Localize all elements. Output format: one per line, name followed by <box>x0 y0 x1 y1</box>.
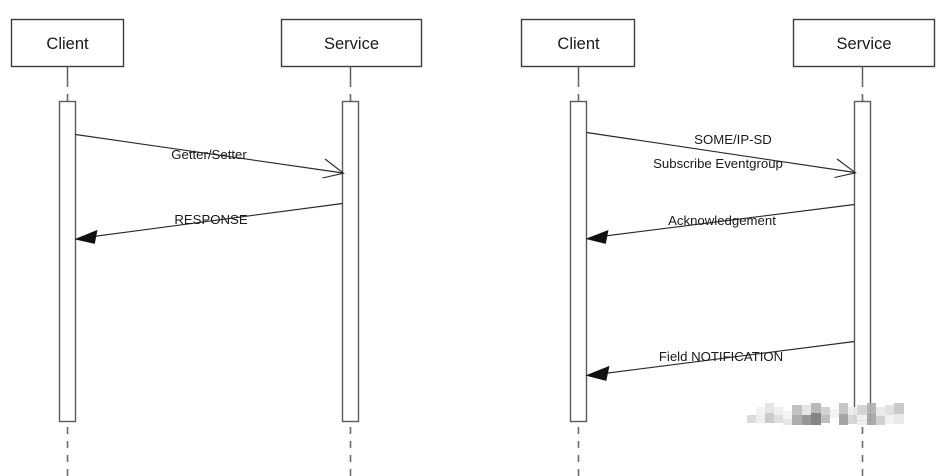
message-label-response: RESPONSE <box>174 212 247 227</box>
participant-box-service <box>280 18 423 68</box>
participant-client-left: Client <box>10 18 125 476</box>
activation-bar-service <box>341 100 360 423</box>
participant-box-client-2 <box>520 18 636 68</box>
arrowhead-solid-acknowledgement <box>585 229 609 244</box>
participant-box-service-2 <box>792 18 936 68</box>
arrowhead-open-getter-setter <box>322 158 345 179</box>
activation-bar-service-2 <box>853 100 872 422</box>
activation-bar-client <box>58 100 77 423</box>
message-label-field-notification: Field NOTIFICATION <box>659 349 783 364</box>
message-label-getter-setter: Getter/Setter <box>171 147 247 162</box>
arrowhead-open-subscribe-eventgroup <box>834 158 857 179</box>
activation-bar-client-2 <box>569 100 588 423</box>
diagram-getter-setter: Client Service Getter/Setter <box>10 18 423 476</box>
message-line-acknowledgement <box>592 203 855 239</box>
arrowhead-solid-response <box>74 229 98 244</box>
message-getter-setter: Getter/Setter <box>75 133 345 179</box>
participant-box-client <box>10 18 125 68</box>
message-acknowledgement: Acknowledgement <box>585 203 855 244</box>
message-label-subscribe-line1: SOME/IP-SD <box>694 132 772 147</box>
participant-label-service-2: Service <box>836 35 891 53</box>
message-line-subscribe-eventgroup <box>586 131 856 174</box>
participant-client-right: Client <box>520 18 636 476</box>
message-line-getter-setter <box>75 133 344 174</box>
message-label-acknowledgement: Acknowledgement <box>668 213 776 228</box>
message-line-response <box>81 202 343 239</box>
participant-label-service: Service <box>324 35 379 53</box>
message-label-subscribe-line2: Subscribe Eventgroup <box>653 156 783 171</box>
message-field-notification: Field NOTIFICATION <box>585 340 855 381</box>
message-response: RESPONSE <box>74 202 343 244</box>
message-line-field-notification <box>599 340 855 375</box>
diagram-event-subscription: Client Service SOME/IP-SD Subscri <box>520 18 936 476</box>
participant-service-left: Service <box>280 18 423 476</box>
participant-label-client-2: Client <box>557 35 600 53</box>
message-subscribe-eventgroup: SOME/IP-SD Subscribe Eventgroup <box>586 131 857 179</box>
participant-label-client: Client <box>46 35 89 53</box>
arrowhead-solid-field-notification <box>585 365 610 381</box>
participant-service-right: Service <box>792 18 936 476</box>
